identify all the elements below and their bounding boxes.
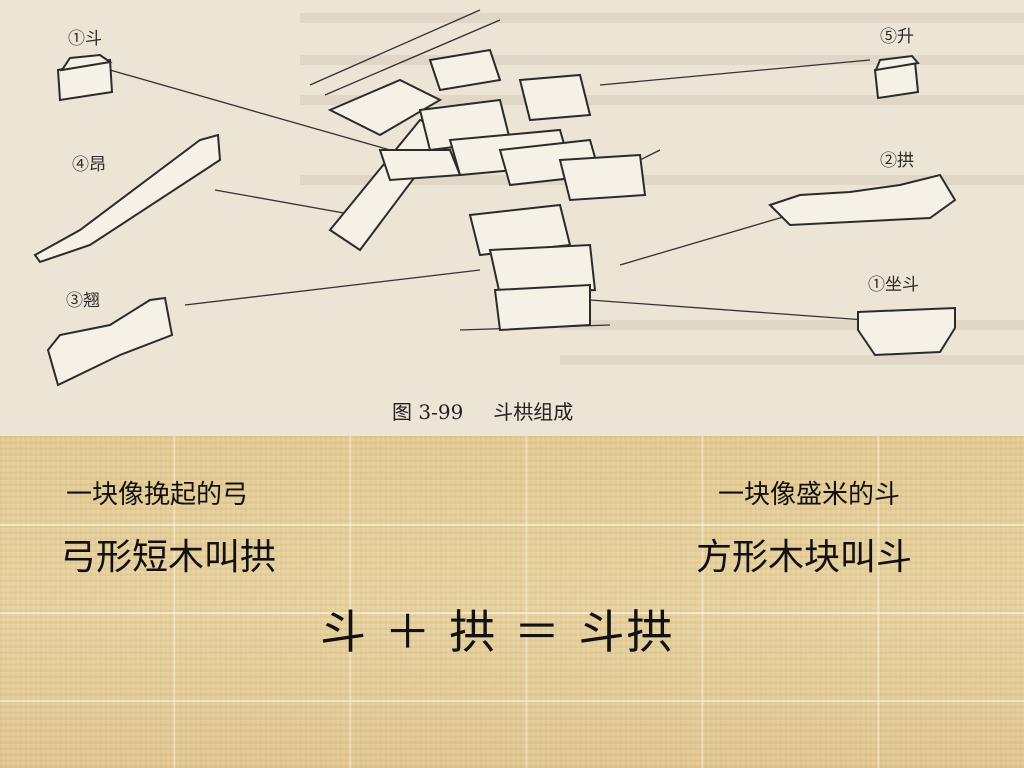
ang-part-drawing [33,133,222,264]
parchment-background [0,436,1024,768]
label-sheng: ⑤升 [880,27,914,47]
figure-caption: 图 3-99 斗栱组成 [392,396,603,425]
zuodou-part-drawing [857,306,956,357]
texture-line [0,612,1024,614]
left-subtitle: 一块像挽起的弓 [66,480,249,510]
qiao-part-drawing [46,296,174,387]
caption-text: 斗栱组成 [493,400,574,424]
label-dou: ①斗 [68,29,102,49]
textbook-figure: ①斗 ⑤升 ④昂 ②拱 ③翘 ①坐斗 图 3-99 斗栱组成 [0,0,1024,436]
sheng-part-drawing [873,54,920,100]
right-title: 方形木块叫斗 [696,537,913,578]
label-ang: ④昂 [72,155,106,175]
label-zuodou: ①坐斗 [868,275,919,295]
caption-number: 图 3-99 [392,400,464,424]
equation: 斗 ＋ 拱 ＝ 斗拱 [320,605,675,659]
gong-part-drawing [768,173,957,227]
label-qiao: ③翘 [66,291,100,311]
label-gong: ②拱 [880,151,914,171]
left-title: 弓形短木叫拱 [60,537,277,578]
right-subtitle: 一块像盛米的斗 [718,480,901,510]
texture-line [0,524,1024,526]
dou-part-drawing [56,53,114,102]
dougong-illustration [33,9,1024,387]
texture-line [0,700,1024,702]
